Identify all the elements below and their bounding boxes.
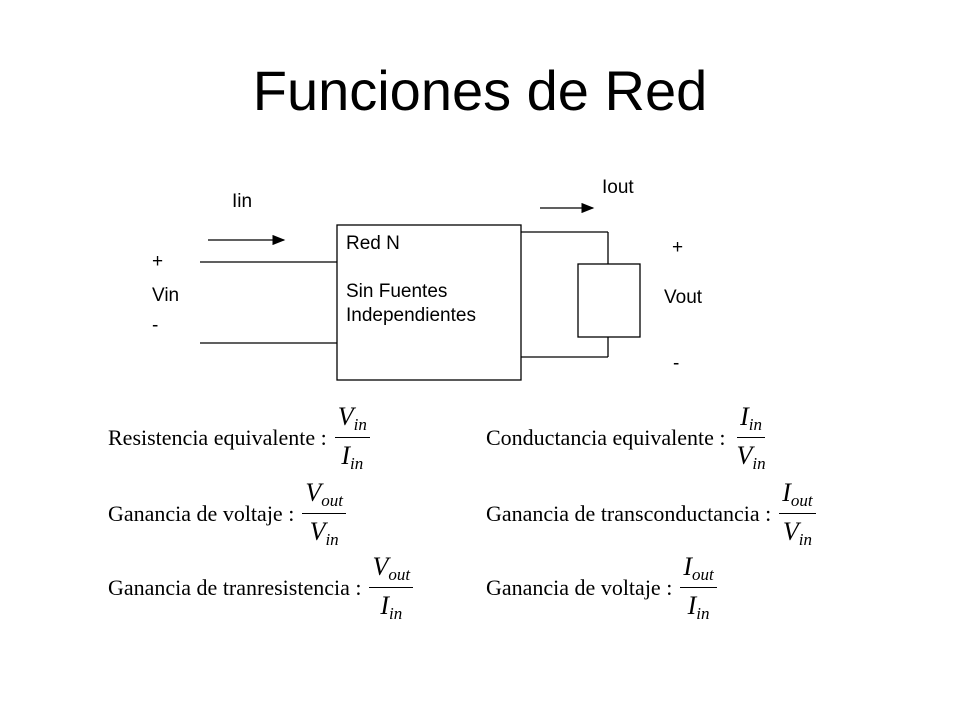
vout-label: Vout <box>664 287 703 308</box>
vin-minus: - <box>152 315 159 336</box>
iout-label: Iout <box>602 177 634 198</box>
network-name: Red N <box>346 233 400 254</box>
equation-label: Ganancia de tranresistencia : <box>108 575 362 600</box>
equation-label: Ganancia de transconductancia : <box>486 501 772 526</box>
page-title: Funciones de Red <box>252 59 708 122</box>
load-resistor <box>577 263 641 338</box>
iin-label: Iin <box>232 191 253 212</box>
fraction: Vout Iin <box>369 552 414 624</box>
vout-plus: + <box>672 237 684 258</box>
equation-ganancia-voltaje: Ganancia de voltaje : Vout Vin <box>108 478 346 550</box>
network-desc-line1: Sin Fuentes <box>346 281 448 302</box>
equation-ganancia-transconductancia: Ganancia de transconductancia : Iout Vin <box>486 478 816 550</box>
equation-ganancia-tranresistencia: Ganancia de tranresistencia : Vout Iin <box>108 552 414 624</box>
vout-minus: - <box>673 353 680 374</box>
network-box-label: Red N Sin Fuentes Independientes <box>346 232 476 328</box>
circuit-diagram <box>200 202 641 381</box>
vin-label: Vin <box>152 285 180 306</box>
fraction: Iout Iin <box>680 552 717 624</box>
equation-label: Ganancia de voltaje : <box>108 501 295 526</box>
vin-plus: + <box>152 251 164 272</box>
network-box <box>336 224 522 381</box>
equation-ganancia-voltaje-corriente: Ganancia de voltaje : Iout Iin <box>486 552 717 624</box>
network-desc-line2: Independientes <box>346 305 476 326</box>
equation-conductancia-equivalente: Conductancia equivalente : Iin Vin <box>486 402 769 474</box>
fraction: Vout Vin <box>302 478 346 550</box>
equation-resistencia-equivalente: Resistencia equivalente : Vin Iin <box>108 402 370 474</box>
equation-label: Conductancia equivalente : <box>486 425 726 450</box>
fraction: Iout Vin <box>779 478 816 550</box>
fraction: Iin Vin <box>736 402 766 474</box>
equation-label: Ganancia de voltaje : <box>486 575 673 600</box>
equation-label: Resistencia equivalente : <box>108 425 327 450</box>
fraction: Vin Iin <box>334 402 370 474</box>
